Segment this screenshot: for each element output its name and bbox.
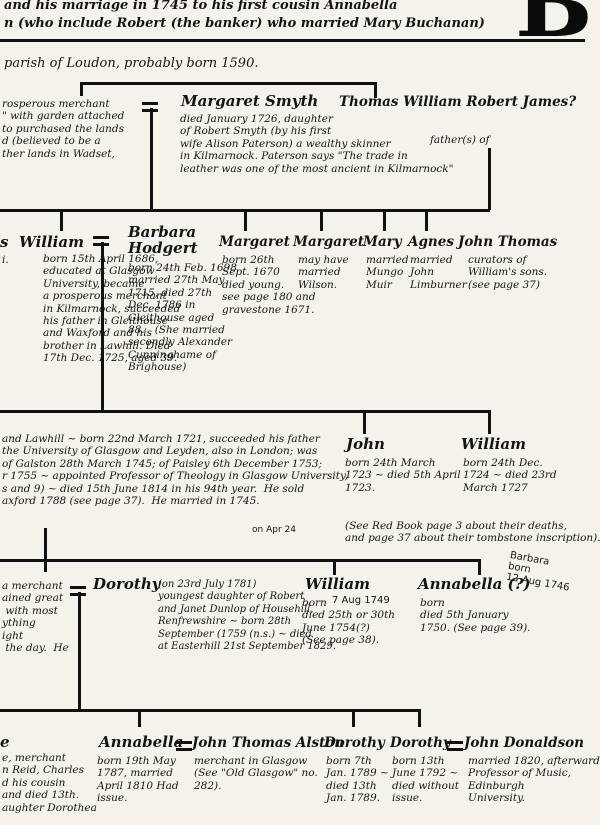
name-annabella-5: Annabella bbox=[99, 733, 184, 751]
dorothy-marriage-date: (on 23rd July 1781) youngest daughter of… bbox=[158, 579, 337, 653]
john-thomas-details: curators of William's sons. (see page 37… bbox=[468, 254, 548, 291]
header-line-2: n (who include Robert (the banker) who m… bbox=[4, 16, 485, 31]
parish-line: parish of Loudon, probably born 1590. bbox=[4, 56, 259, 71]
connector-gen0-drop-a bbox=[80, 82, 83, 96]
name-agnes: Agnes bbox=[408, 234, 454, 250]
marriage-sign-gen5-b bbox=[447, 741, 463, 751]
connector-gen2-down bbox=[101, 242, 104, 410]
connector-gen4-down bbox=[78, 592, 81, 710]
name-dorothy: Dorothy bbox=[93, 575, 161, 593]
name-annabella-4: Annabella (?) bbox=[418, 575, 531, 593]
margaret-smyth-details: died January 1726, daughter of Robert Sm… bbox=[180, 113, 454, 175]
gen5-left-text: e, merchant n Reid, Charles d his cousin… bbox=[2, 752, 97, 814]
barbara-details: born 24th Feb. 1698 married 27th May 171… bbox=[128, 262, 237, 374]
john-donaldson-details: married 1820, afterwards Professor of Mu… bbox=[468, 755, 600, 805]
name-john: John bbox=[346, 435, 385, 453]
name-thomas-william-robert-james: Thomas William Robert James? bbox=[339, 94, 577, 110]
deaths-note: (See Red Book page 3 about their deaths,… bbox=[345, 520, 600, 545]
name-mary: Mary bbox=[363, 234, 402, 250]
name-margaret-2: Margaret bbox=[293, 234, 364, 250]
drop-mary bbox=[383, 209, 386, 231]
connector-gen4-bar bbox=[0, 559, 480, 562]
william-4-details: born died 25th or 30th June 1754(?) (See… bbox=[302, 597, 396, 647]
pen-birthdate: 7 Aug 1749 bbox=[332, 595, 390, 606]
william-details: born 15th April 1686, educated at Glasgo… bbox=[43, 253, 181, 365]
name-john-thomas: John Thomas bbox=[458, 234, 558, 250]
drop-dorothy-1 bbox=[352, 709, 355, 727]
drop-margaret2 bbox=[320, 209, 323, 231]
name-fragment-s: s bbox=[0, 233, 9, 251]
drop-william-3 bbox=[488, 410, 491, 434]
section-letter: B bbox=[515, 0, 593, 58]
connector-fathers-down bbox=[488, 148, 491, 210]
connector-gen1-down bbox=[150, 108, 153, 210]
gen4-left-text: a merchant ained great with most ything … bbox=[2, 580, 69, 655]
drop-annabella bbox=[478, 559, 481, 575]
margaret-details: born 26th Sept. 1670 died young. see pag… bbox=[222, 254, 316, 316]
pen-annotation-apr: on Apr 24 bbox=[252, 525, 296, 535]
drop-margaret bbox=[244, 209, 247, 231]
drop-william-4 bbox=[333, 559, 336, 575]
connector-gen5-bar bbox=[0, 709, 420, 712]
connector-gen3-down bbox=[44, 528, 47, 572]
margaret-2-details: may have married Wilson. bbox=[298, 254, 349, 291]
dorothy-2-details: born 13th June 1792 ~ died without issue… bbox=[392, 755, 459, 805]
gen1-left-text: rosperous merchant " with garden attache… bbox=[2, 98, 125, 160]
name-margaret-smyth: Margaret Smyth bbox=[181, 92, 319, 110]
annabella-5-details: born 19th May 1787, married April 1810 H… bbox=[97, 755, 179, 805]
marriage-sign-gen5-a bbox=[176, 741, 192, 751]
name-dorothy-1: Dorothy bbox=[324, 735, 385, 751]
name-fragment-e: e bbox=[0, 733, 10, 751]
name-dorothy-2: Dorothy bbox=[390, 735, 451, 751]
name-barbara-hodgert: Barbara Hodgert bbox=[128, 223, 198, 257]
john-details: born 24th March 1723 ~ died 5th April 17… bbox=[345, 457, 461, 494]
mary-details: married Mungo Muir bbox=[366, 254, 409, 291]
name-john-donaldson: John Donaldson bbox=[464, 735, 584, 751]
fathers-of-text: father(s) of bbox=[430, 134, 490, 146]
fragment-i: i. bbox=[2, 254, 9, 266]
name-margaret: Margaret bbox=[219, 234, 290, 250]
drop-dorothy-2 bbox=[418, 709, 421, 727]
dorothy-1-details: born 7th Jan. 1789 ~ died 13th Jan. 1789… bbox=[326, 755, 389, 805]
drop-annabella-5 bbox=[138, 709, 141, 727]
connector-gen0-drop-b bbox=[374, 82, 377, 98]
william-3-details: born 24th Dec. 1724 ~ died 23rd March 17… bbox=[463, 457, 557, 494]
jta-details: merchant in Glasgow (See "Old Glasgow" n… bbox=[194, 755, 318, 792]
name-william: William bbox=[19, 233, 84, 251]
name-william-3: William bbox=[461, 435, 526, 453]
header-rule bbox=[0, 39, 585, 42]
connector-gen3-bar bbox=[0, 410, 490, 413]
gen3-left-text: and Lawhill ~ born 22nd March 1721, succ… bbox=[2, 433, 348, 508]
name-john-thomas-alston: John Thomas Alston bbox=[192, 735, 345, 751]
agnes-details: married John Limburner bbox=[410, 254, 467, 291]
drop-william bbox=[60, 209, 63, 231]
annabella-4-details: born died 5th January 1750. (See page 39… bbox=[420, 597, 531, 634]
drop-john bbox=[363, 410, 366, 434]
name-william-4: William bbox=[305, 575, 370, 593]
drop-agnes bbox=[425, 209, 428, 231]
connector-gen0 bbox=[80, 82, 375, 85]
header-line-1: and his marriage in 1745 to his first co… bbox=[4, 0, 398, 13]
